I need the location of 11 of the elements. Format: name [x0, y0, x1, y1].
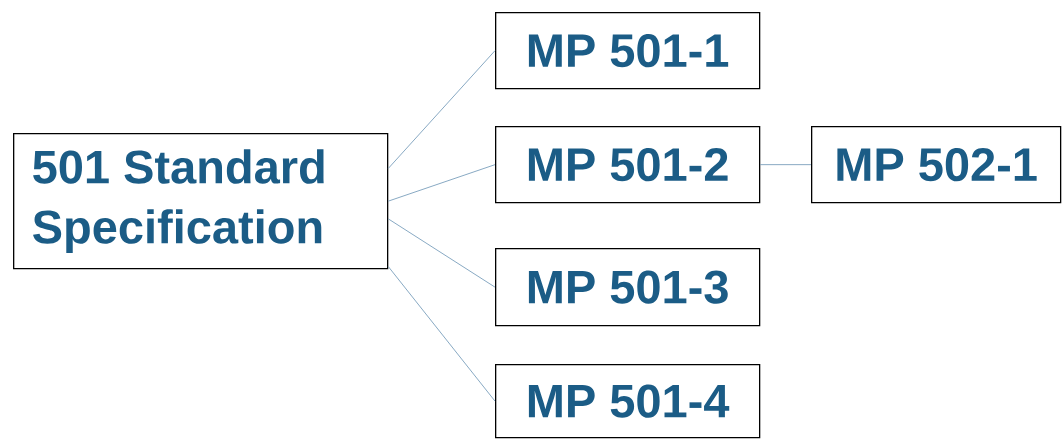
connector-line	[387, 164, 496, 202]
connector-line	[387, 218, 496, 288]
connector-line	[387, 266, 496, 402]
connector-line	[387, 50, 496, 169]
connector-line	[759, 164, 812, 166]
item-box: MP 501-4	[495, 364, 761, 439]
root-box: 501 Standard Specification	[13, 133, 389, 270]
item-box: MP 501-1	[495, 12, 761, 90]
item-box: MP 502-1	[811, 126, 1062, 204]
item-box: MP 501-3	[495, 248, 761, 327]
item-box: MP 501-2	[495, 126, 761, 204]
